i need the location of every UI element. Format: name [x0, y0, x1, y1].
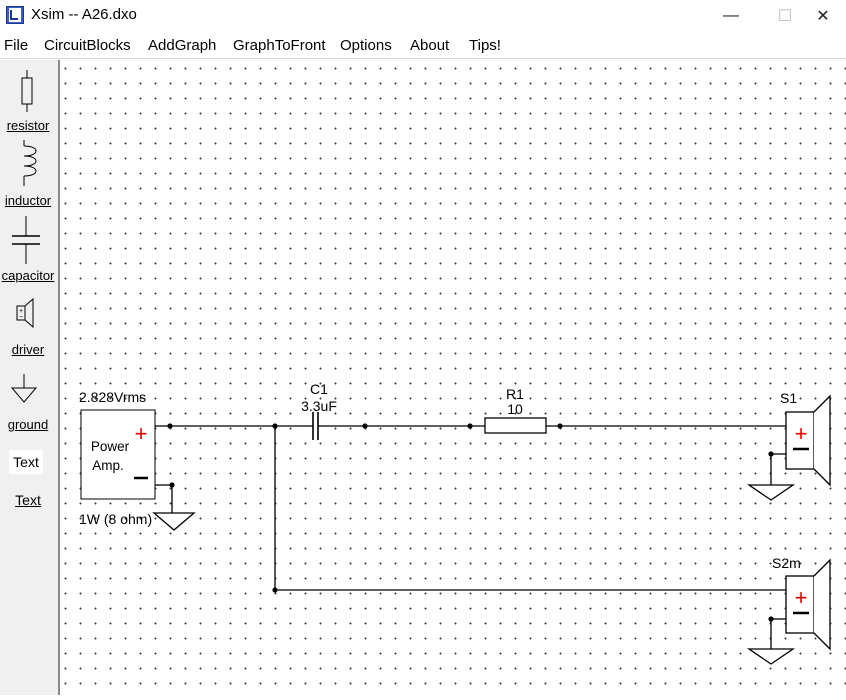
menu-tips[interactable]: Tips!: [469, 37, 501, 54]
title-bar: Xsim -- A26.dxo — ☐ ✕: [0, 0, 846, 31]
s2-ground-icon: [746, 648, 796, 665]
palette-text[interactable]: Text: [0, 490, 56, 512]
svg-text:−: −: [19, 314, 23, 321]
junction-dots: [167, 423, 774, 622]
power-amp[interactable]: Power Amp. +: [80, 409, 156, 500]
menu-graphtofront[interactable]: GraphToFront: [233, 37, 326, 54]
schematic: Power Amp. + 2.828Vrms 1W (8 ohm): [79, 381, 831, 665]
s1-label: S1: [780, 390, 797, 406]
power-amp-plus: +: [135, 421, 148, 446]
app-icon: [6, 6, 24, 24]
s1-ground-icon: [746, 484, 796, 501]
capacitor-c1[interactable]: [303, 412, 328, 440]
minimize-icon: —: [723, 6, 739, 24]
ground-icon: [10, 374, 38, 403]
text-label: Text: [15, 492, 41, 508]
s2-label: S2m: [772, 555, 801, 571]
menu-file[interactable]: File: [4, 37, 29, 54]
minimize-button[interactable]: —: [708, 0, 754, 31]
close-icon: ✕: [816, 7, 830, 25]
schematic-canvas[interactable]: Power Amp. + 2.828Vrms 1W (8 ohm): [60, 60, 846, 695]
palette-ground[interactable]: ground: [0, 372, 56, 434]
menu-about[interactable]: About: [410, 37, 450, 54]
window-title: Xsim -- A26.dxo: [31, 6, 137, 23]
menu-addgraph[interactable]: AddGraph: [148, 37, 217, 54]
inductor-label: inductor: [4, 193, 52, 208]
source-rating-label: 1W (8 ohm): [79, 511, 152, 527]
source-voltage-label: 2.828Vrms: [79, 389, 146, 405]
close-button[interactable]: ✕: [800, 0, 846, 31]
ground-label: ground: [7, 417, 49, 432]
text-sample-icon: Text: [9, 450, 43, 474]
inductor-icon: [23, 140, 37, 186]
r1-name-label: R1: [506, 386, 524, 402]
palette-inductor[interactable]: inductor: [0, 140, 56, 212]
palette-resistor[interactable]: resistor: [0, 68, 56, 138]
r1-value-label: 10: [507, 401, 523, 417]
resistor-label: resistor: [6, 118, 50, 133]
speaker-s1[interactable]: +: [785, 394, 831, 487]
menu-circuitblocks[interactable]: CircuitBlocks: [44, 37, 131, 54]
resistor-r1[interactable]: [484, 417, 547, 434]
power-amp-name-1: Power: [91, 439, 130, 454]
maximize-button[interactable]: ☐: [762, 0, 808, 31]
speaker-s2m[interactable]: +: [785, 558, 831, 651]
menu-options[interactable]: Options: [340, 37, 392, 54]
menu-bar: File CircuitBlocks AddGraph GraphToFront…: [0, 32, 846, 59]
c1-name-label: C1: [310, 381, 328, 397]
power-amp-name-2: Amp.: [92, 458, 124, 473]
component-palette: resistor inductor capacitor + − driver: [0, 60, 60, 695]
menu-divider: [0, 58, 846, 59]
ground-symbols: [152, 484, 796, 665]
s2-plus: +: [795, 585, 808, 610]
driver-label: driver: [11, 342, 45, 357]
capacitor-label: capacitor: [1, 268, 55, 283]
driver-icon: + −: [16, 297, 34, 329]
palette-driver[interactable]: + − driver: [0, 296, 56, 362]
c1-value-label: 3.3uF: [301, 398, 337, 414]
source-ground-icon: [152, 512, 196, 531]
capacitor-icon: [12, 216, 40, 264]
wires: [155, 425, 786, 649]
maximize-icon: ☐: [777, 7, 793, 25]
palette-text-sample[interactable]: Text: [0, 450, 56, 480]
palette-capacitor[interactable]: capacitor: [0, 216, 56, 288]
resistor-icon: [21, 70, 33, 112]
svg-text:+: +: [19, 308, 23, 315]
s1-plus: +: [795, 421, 808, 446]
